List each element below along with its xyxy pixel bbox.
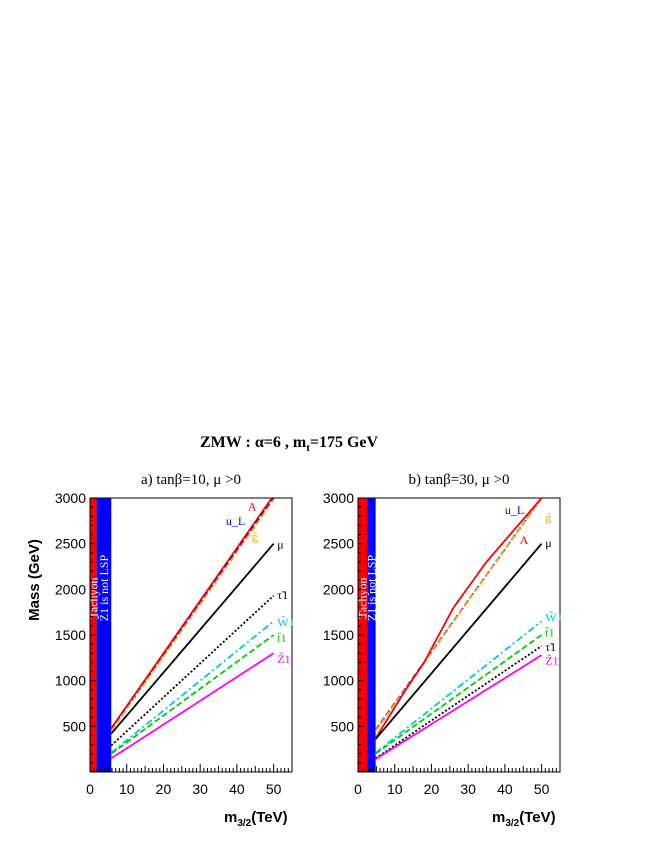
series-line-7 bbox=[110, 652, 275, 760]
series-label-5: t̃1 bbox=[545, 625, 555, 639]
series-line-2 bbox=[110, 499, 275, 732]
series-label-5: W̃1 bbox=[277, 615, 294, 629]
series-label-2: A bbox=[520, 533, 529, 547]
series-label-0: u_L bbox=[505, 503, 524, 517]
series-label-7: Z̃1 bbox=[277, 651, 290, 665]
x-tick-label: 30 bbox=[460, 781, 476, 797]
y-tick-label: 500 bbox=[331, 718, 355, 734]
plot-frame bbox=[357, 497, 561, 773]
series-label-2: g̃ bbox=[252, 529, 258, 543]
x-tick-label: 20 bbox=[424, 781, 440, 797]
plot-frame bbox=[89, 497, 293, 773]
panel-title: a) tanβ=10, μ >0 bbox=[141, 472, 241, 488]
x-tick-label: 50 bbox=[534, 781, 550, 797]
y-tick-label: 3000 bbox=[55, 490, 86, 506]
figure-title: ZMW : α=6 , mt=175 GeV bbox=[200, 434, 379, 454]
series-line-2 bbox=[374, 497, 543, 739]
series-line-5 bbox=[110, 620, 275, 754]
series-line-0 bbox=[110, 497, 273, 729]
series-line-6 bbox=[110, 634, 275, 755]
y-tick-label: 500 bbox=[63, 718, 87, 734]
region-label-lsp: Z̃1 is not LSP bbox=[364, 555, 378, 622]
x-tick-label: 0 bbox=[86, 781, 94, 797]
x-tick-label: 20 bbox=[156, 781, 172, 797]
series-label-7: Z̃1 bbox=[545, 653, 558, 667]
excluded-region-lsp bbox=[367, 498, 376, 772]
series-label-0: A bbox=[248, 499, 257, 513]
y-tick-label: 2000 bbox=[55, 581, 86, 597]
excluded-region-lsp bbox=[96, 498, 112, 772]
y-tick-label: 2500 bbox=[55, 536, 86, 552]
series-line-4 bbox=[110, 595, 275, 747]
y-tick-label: 1000 bbox=[55, 673, 86, 689]
series-line-3 bbox=[110, 543, 275, 735]
y-axis-label: Mass (GeV) bbox=[26, 539, 43, 621]
x-tick-label: 10 bbox=[119, 781, 135, 797]
series-label-6: τ̃1 bbox=[545, 640, 556, 654]
x-axis-label: m3/2(TeV) bbox=[224, 809, 288, 829]
region-label-lsp: Z̃1 is not LSP bbox=[97, 555, 111, 622]
series-line-5 bbox=[375, 634, 543, 755]
series-label-3: μ bbox=[545, 536, 551, 550]
region-label-tachyon: Tachyon bbox=[356, 577, 370, 618]
series-label-1: u_L bbox=[226, 514, 245, 528]
x-axis-label: m3/2(TeV) bbox=[492, 809, 556, 829]
series-line-1 bbox=[374, 497, 543, 732]
series-label-1: g̃ bbox=[545, 510, 551, 524]
x-tick-label: 30 bbox=[192, 781, 208, 797]
series-line-6 bbox=[375, 645, 543, 760]
series-line-7 bbox=[375, 654, 543, 760]
series-line-3 bbox=[374, 543, 543, 740]
y-tick-label: 1500 bbox=[55, 627, 86, 643]
series-label-3: μ bbox=[277, 538, 283, 552]
y-tick-label: 2000 bbox=[323, 581, 354, 597]
x-tick-label: 0 bbox=[354, 781, 362, 797]
y-tick-label: 1000 bbox=[323, 673, 354, 689]
x-tick-label: 50 bbox=[266, 781, 282, 797]
y-tick-label: 2500 bbox=[323, 536, 354, 552]
panel-title: b) tanβ=30, μ >0 bbox=[409, 472, 510, 488]
series-label-6: t̃1 bbox=[277, 631, 287, 645]
y-tick-label: 1500 bbox=[323, 627, 354, 643]
x-tick-label: 40 bbox=[229, 781, 245, 797]
series-line-4 bbox=[375, 620, 543, 754]
series-label-4: τ̃1 bbox=[277, 588, 288, 602]
y-tick-label: 3000 bbox=[323, 490, 354, 506]
x-tick-label: 10 bbox=[387, 781, 403, 797]
series-label-4: W̃1 bbox=[545, 610, 562, 624]
x-tick-label: 40 bbox=[497, 781, 513, 797]
